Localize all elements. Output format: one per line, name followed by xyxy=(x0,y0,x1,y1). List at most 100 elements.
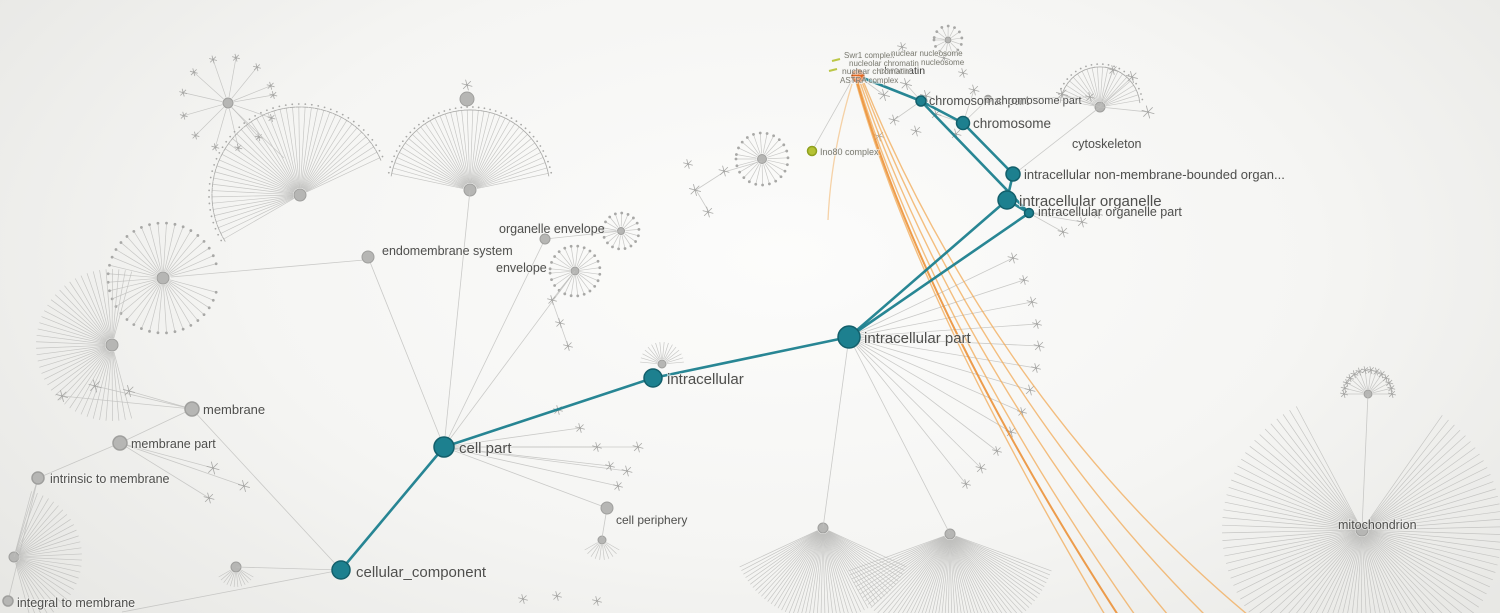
fan-cluster xyxy=(584,535,620,560)
label-organelle-envelope: organelle envelope xyxy=(499,222,605,236)
label-integral_to_membrane: integral to membrane xyxy=(17,596,135,610)
leaf-star-icon xyxy=(1366,366,1375,375)
leaf-star-icon xyxy=(575,423,585,433)
fan-cluster xyxy=(387,106,553,197)
label-non_membrane_bounded_organelle: intracellular non-membrane-bounded organ… xyxy=(1024,167,1285,182)
small-label-astra-complex: ASTRA complex xyxy=(840,76,898,85)
leaf-star-icon xyxy=(254,133,263,142)
label-membrane: membrane xyxy=(203,402,265,417)
label-ino80_complex: Ino80 complex xyxy=(820,147,879,157)
leaf-star-icon xyxy=(1057,226,1069,238)
leaf-star-icon xyxy=(1076,216,1088,228)
node-chromosome[interactable] xyxy=(955,115,971,131)
leaf-star-icon xyxy=(1031,363,1041,373)
node-intracellular[interactable] xyxy=(643,368,663,388)
node-cellular_component[interactable] xyxy=(331,560,351,580)
label-intracellular_organelle: intracellular organelle xyxy=(1019,193,1162,210)
leaf-star-icon xyxy=(718,165,730,177)
leaf-star-icon xyxy=(179,88,188,97)
label-endomembrane-system: endomembrane system xyxy=(382,244,513,258)
leaf-star-icon xyxy=(232,53,240,62)
leaf-star-icon xyxy=(592,596,602,606)
node-intracellular_organelle[interactable] xyxy=(997,190,1017,210)
leaf-star-icon xyxy=(269,91,278,99)
node-chromatin[interactable] xyxy=(851,69,865,83)
leaf-star-icon xyxy=(1007,252,1019,264)
graph-nodes xyxy=(2,69,1035,607)
leaf-star-icon xyxy=(1026,296,1038,308)
fan-cluster xyxy=(106,221,218,335)
leaf-star-icon xyxy=(1019,275,1029,285)
leaf-star-icon xyxy=(689,184,701,196)
fan-cluster xyxy=(734,131,790,187)
leaf-star-icon xyxy=(56,390,68,402)
node-membrane[interactable] xyxy=(184,401,200,417)
leaf-star-icon xyxy=(702,206,714,218)
node-membrane_part[interactable] xyxy=(112,435,128,451)
small-label-nuclear-nucleosome: nuclear nucleosome xyxy=(891,49,963,58)
small-label-swr1-complex: Swr1 complex xyxy=(844,51,894,60)
label-intrinsic_to_membrane: intrinsic to membrane xyxy=(50,472,170,486)
leaf-star-icon xyxy=(1372,367,1381,376)
small-label-nuclear-chromatin: nuclear chromatin xyxy=(842,66,910,76)
leaf-star-icon xyxy=(1388,390,1396,398)
node-non_membrane_bounded_organelle[interactable] xyxy=(1005,166,1021,182)
leaf-star-icon xyxy=(518,594,528,604)
leaf-star-icon xyxy=(888,114,900,126)
node-intracellular_organelle_part[interactable] xyxy=(1023,207,1035,219)
node-cell_part[interactable] xyxy=(433,436,455,458)
leaf-star-icon xyxy=(910,125,922,137)
green-tick-icon xyxy=(828,68,838,72)
leaf-star-icon xyxy=(238,480,250,492)
leaf-star-icon xyxy=(900,78,912,90)
fan-cluster xyxy=(1340,366,1396,399)
fan-cluster xyxy=(208,103,384,242)
node-chromosomal_part[interactable] xyxy=(915,95,927,107)
highlight-teal-edges xyxy=(339,74,1031,572)
label-cytoskeleton: cytoskeleton xyxy=(1072,137,1142,151)
fan-cluster xyxy=(218,561,254,587)
fan-cluster xyxy=(640,342,684,369)
leaf-star-icon xyxy=(1361,366,1370,375)
label-intracellular_part: intracellular part xyxy=(864,330,972,347)
leaf-star-icon xyxy=(88,379,102,393)
leaf-star-icon xyxy=(878,89,890,101)
label-membrane_part: membrane part xyxy=(131,437,216,451)
leaf-star-icon xyxy=(1056,88,1068,100)
leaf-star-icon xyxy=(555,318,565,328)
leaf-star-icon xyxy=(1141,105,1155,119)
leaf-star-icon xyxy=(1093,209,1103,219)
star-leaves xyxy=(56,42,1155,606)
leaf-star-icon xyxy=(1032,319,1042,329)
node-chromosome_part[interactable] xyxy=(983,94,993,104)
leaf-star-icon xyxy=(961,479,971,489)
label-envelope: envelope xyxy=(496,261,547,275)
leaf-star-icon xyxy=(123,385,135,397)
leaf-star-icon xyxy=(897,42,907,52)
node-intracellular_part[interactable] xyxy=(837,325,861,349)
node-intrinsic_to_membrane[interactable] xyxy=(31,471,45,485)
leaf-star-icon xyxy=(1355,367,1364,376)
leaf-star-icon xyxy=(203,492,215,504)
fan-cluster xyxy=(601,211,641,251)
small-label-nucleosome: nucleosome xyxy=(921,58,965,67)
leaf-star-icon xyxy=(1024,384,1036,396)
leaf-star-icon xyxy=(968,84,980,96)
label-cellular_component: cellular_component xyxy=(356,564,487,581)
leaf-star-icon xyxy=(206,461,220,475)
gray-node xyxy=(539,233,551,245)
leaf-star-icon xyxy=(209,55,217,64)
label-intracellular: intracellular xyxy=(667,371,744,388)
leaf-star-icon xyxy=(632,441,644,453)
node-ino80_complex[interactable] xyxy=(806,145,818,157)
leaf-star-icon xyxy=(958,68,968,78)
highlight-orange-edges xyxy=(827,58,1247,613)
leaf-star-icon xyxy=(266,81,275,90)
leaf-star-icon xyxy=(1381,374,1390,383)
leaf-star-icon xyxy=(975,462,987,474)
node-integral_to_membrane[interactable] xyxy=(2,595,14,607)
leaf-star-icon xyxy=(1085,92,1095,102)
